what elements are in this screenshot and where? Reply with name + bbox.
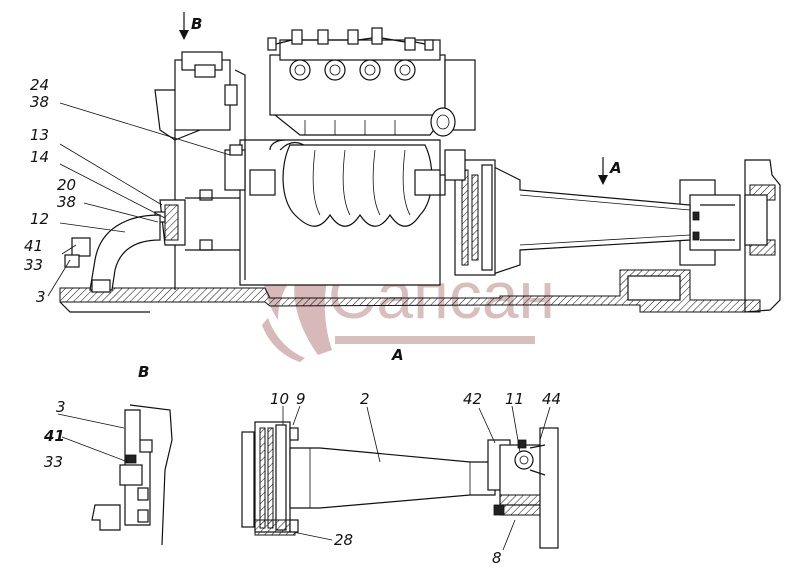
- view-arrow-a-label: A: [609, 159, 622, 177]
- callout-11: 11: [505, 390, 524, 408]
- callout-33-detail: 33: [44, 453, 63, 471]
- callout-41-main: 41: [24, 237, 43, 255]
- main-assembly-view: [59, 27, 781, 313]
- view-a-detail: [241, 405, 559, 551]
- view-arrow-b: B: [179, 12, 202, 40]
- callout-28: 28: [334, 531, 353, 549]
- leader-lines-main: [47, 102, 231, 297]
- watermark-bar: [335, 336, 535, 344]
- view-a-title: A: [391, 346, 404, 364]
- callout-8: 8: [492, 549, 502, 567]
- callout-42: 42: [463, 390, 482, 408]
- view-b-title: B: [138, 363, 149, 381]
- callout-38-top: 38: [30, 93, 49, 111]
- callout-44: 44: [542, 390, 561, 408]
- callout-12: 12: [30, 210, 49, 228]
- view-arrow-b-label: B: [191, 15, 202, 33]
- callout-20: 20: [57, 176, 76, 194]
- callout-33-main: 33: [24, 256, 43, 274]
- callout-3-detail: 3: [56, 398, 66, 416]
- callout-2: 2: [360, 390, 370, 408]
- callout-3-main: 3: [36, 288, 46, 306]
- view-b-detail: [57, 404, 173, 546]
- callout-13: 13: [30, 126, 49, 144]
- callout-9: 9: [296, 390, 306, 408]
- callout-38-mid: 38: [57, 193, 76, 211]
- callout-41-detail: 41: [43, 427, 65, 445]
- callout-24: 24: [30, 76, 49, 94]
- view-arrow-a: A: [598, 157, 622, 185]
- callout-14: 14: [30, 148, 49, 166]
- frame-rail: [59, 269, 761, 313]
- callout-10: 10: [270, 390, 289, 408]
